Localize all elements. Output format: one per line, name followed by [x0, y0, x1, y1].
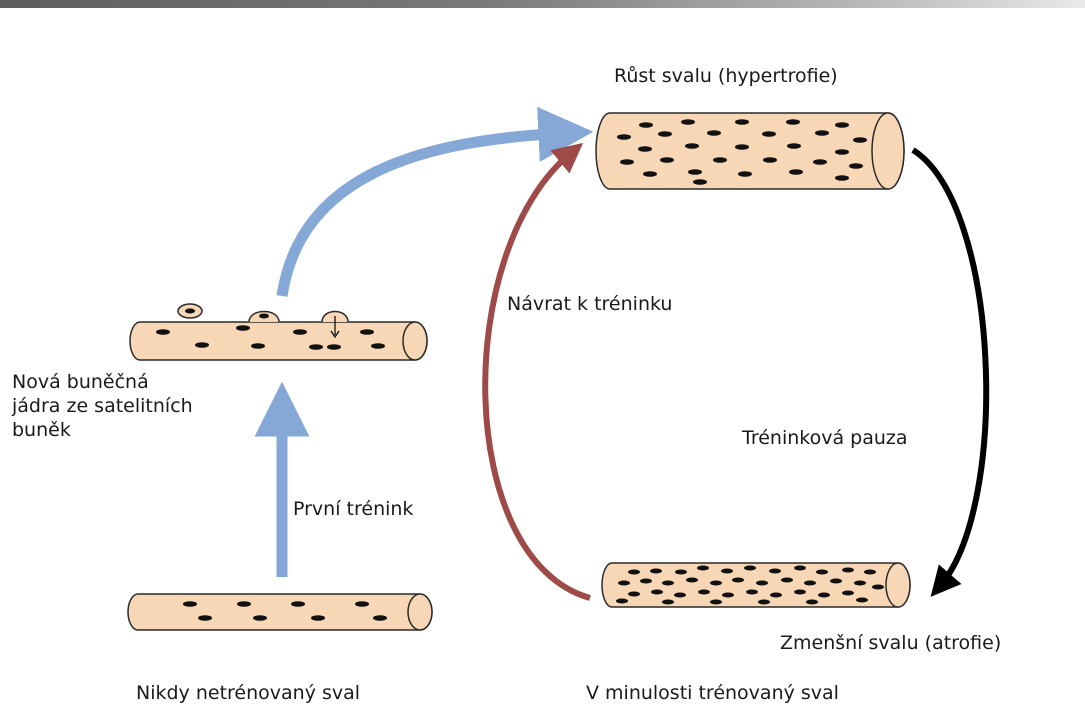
- untrained-fiber: [128, 594, 432, 630]
- training-pause-label: Tréninková pauza: [742, 426, 908, 450]
- hypertrophy-fiber: [596, 113, 904, 189]
- satellite-cell: [178, 304, 202, 318]
- previously-trained-label: V minulosti trénovaný sval: [586, 681, 839, 705]
- satellite-cell-fiber: [130, 304, 427, 360]
- return-training-arrow: [485, 152, 590, 598]
- never-trained-label: Nikdy netrénovaný sval: [136, 681, 360, 705]
- new-nuclei-label: Nová buněčná jádra ze satelitních buněk: [12, 370, 193, 442]
- atrophy-fiber: [602, 563, 910, 607]
- first-training-label: První trénink: [293, 497, 413, 521]
- training-pause-arrow: [913, 150, 986, 586]
- return-training-label: Návrat k tréninku: [507, 292, 672, 316]
- hypertrophy-label: Růst svalu (hypertrofie): [614, 64, 838, 88]
- atrophy-label: Zmenšní svalu (atrofie): [780, 631, 1001, 655]
- satellite-cell: [249, 312, 279, 323]
